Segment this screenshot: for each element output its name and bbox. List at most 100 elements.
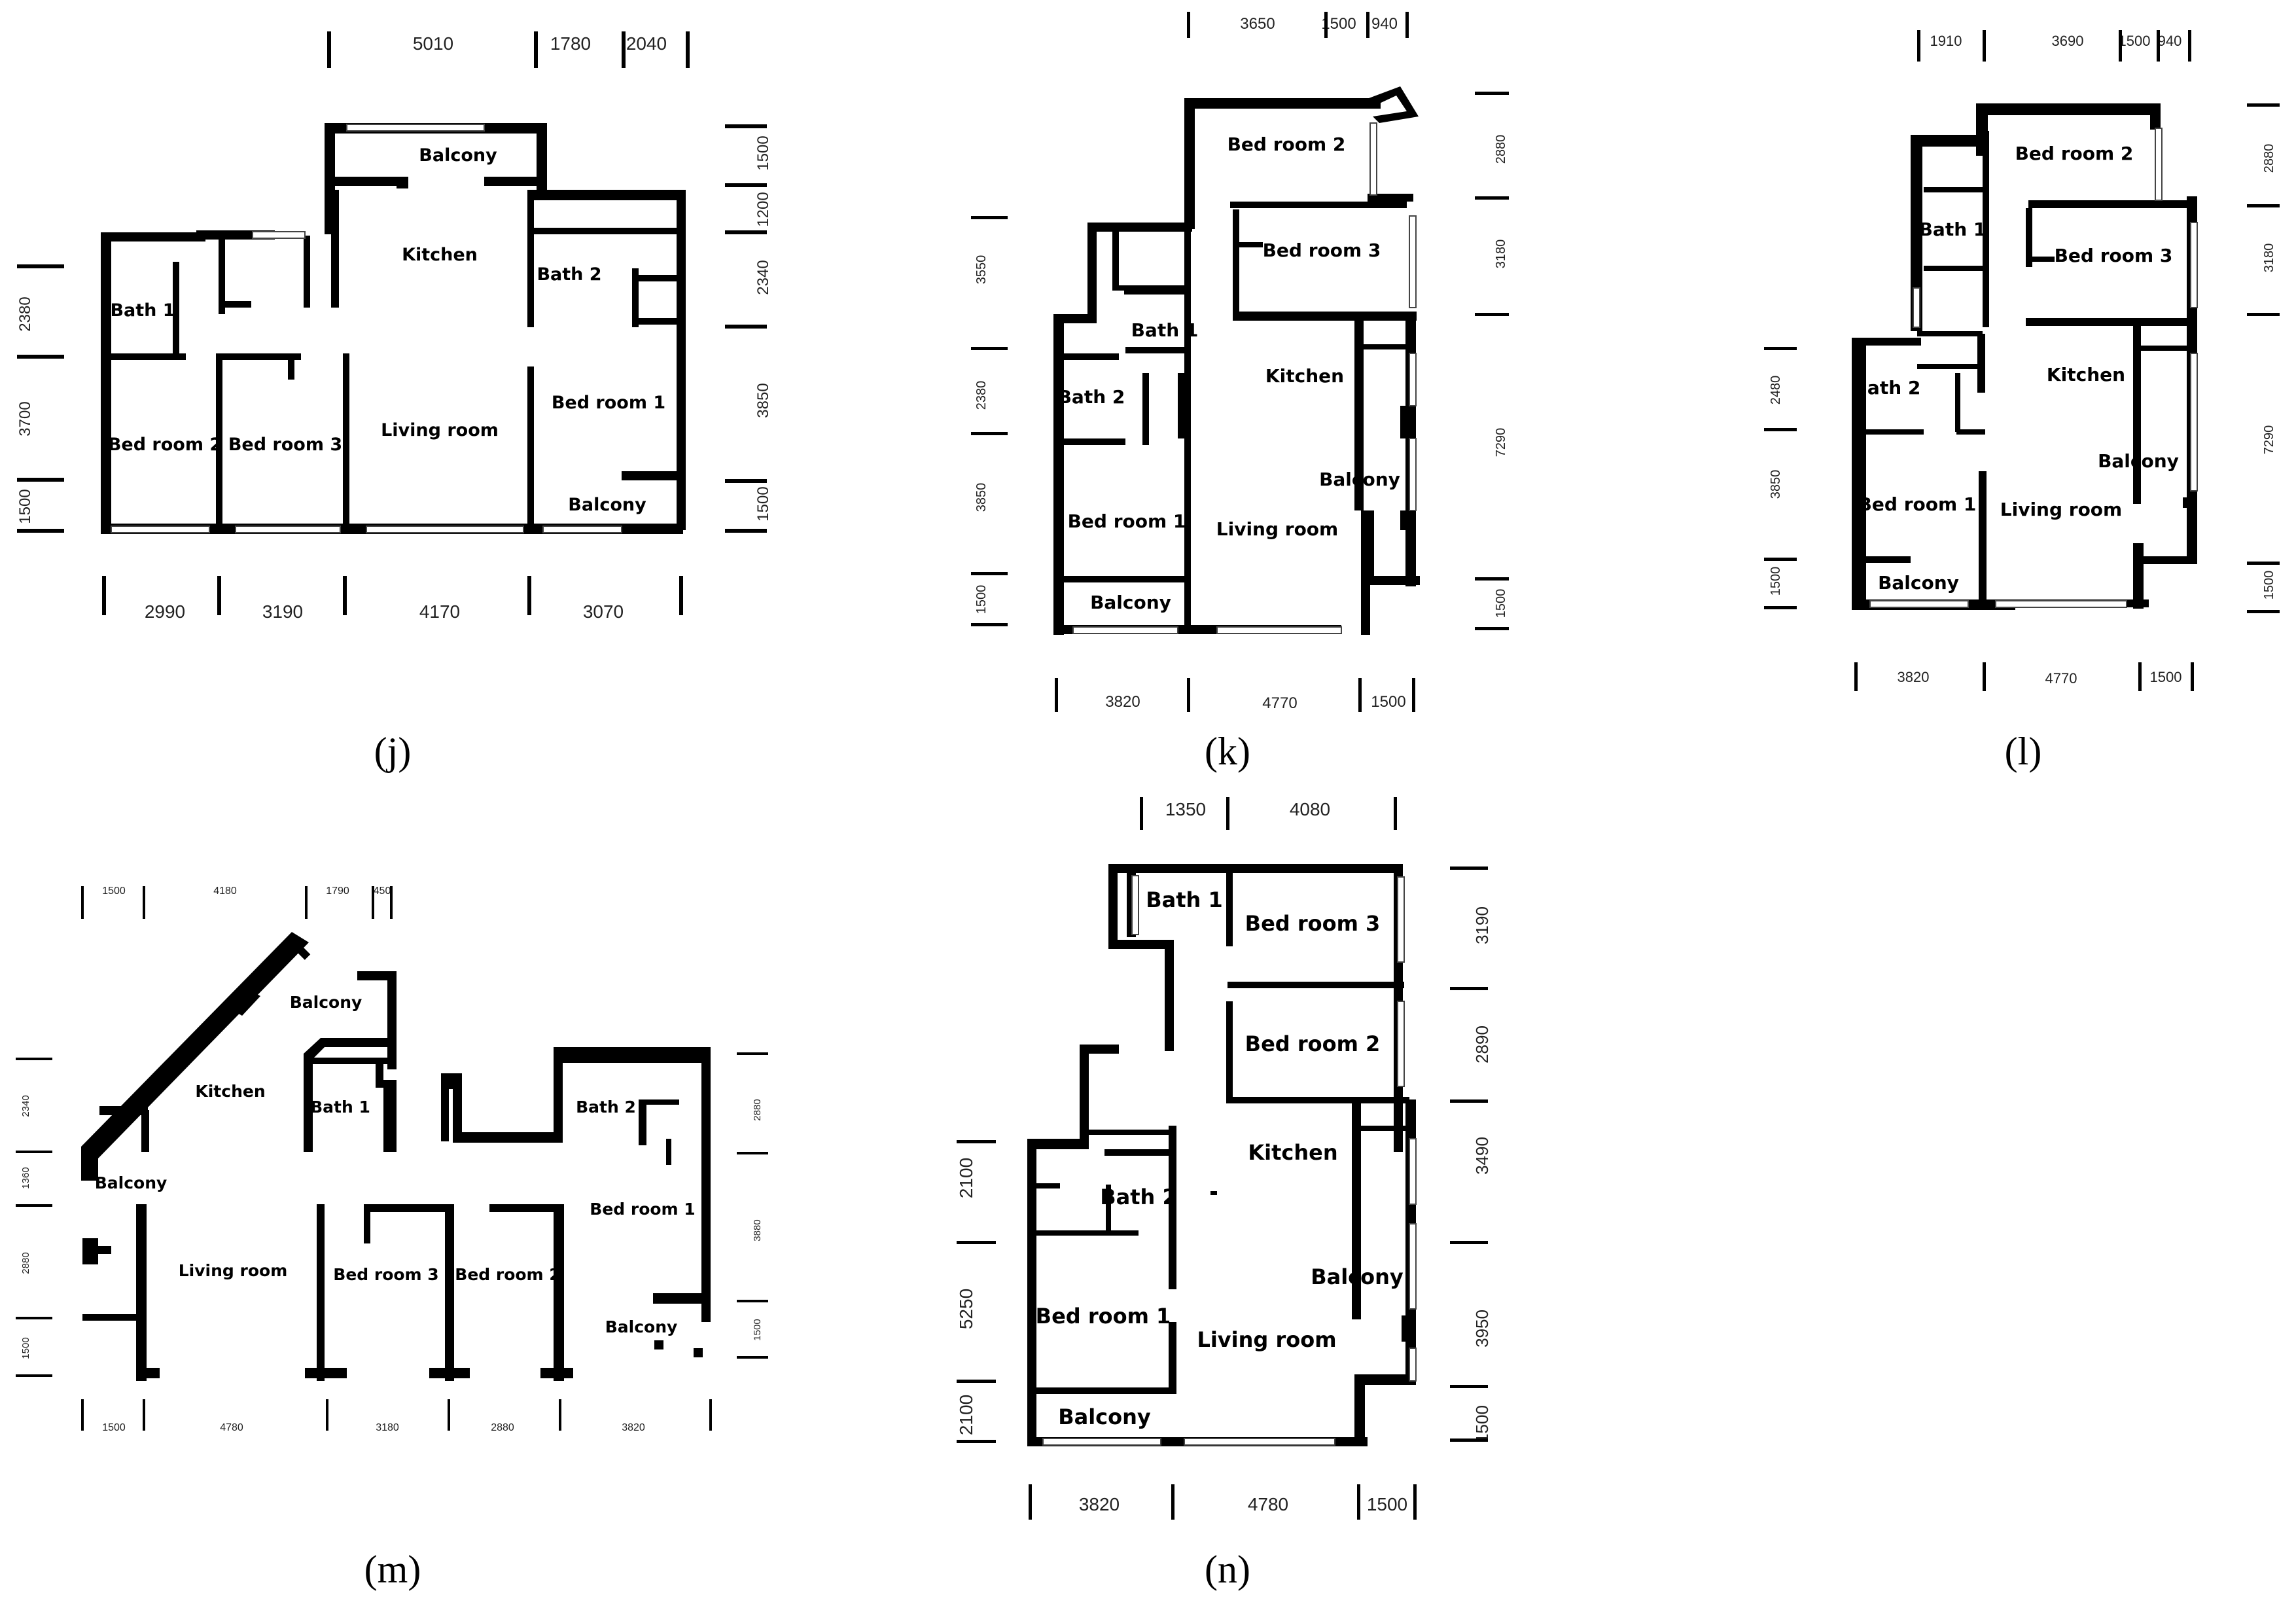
room-label: Kitchen bbox=[195, 1082, 265, 1101]
dimension-label: 4770 bbox=[2045, 670, 2077, 687]
dimension-label: 2890 bbox=[1472, 1026, 1492, 1063]
room-label: Balcony bbox=[95, 1173, 168, 1192]
dimension-label: 2990 bbox=[145, 601, 185, 622]
dimension-label: 2340 bbox=[754, 260, 772, 295]
dimension-ticks bbox=[971, 12, 1509, 712]
dimension-label: 3820 bbox=[1105, 693, 1140, 711]
room-label: Bed room 2 bbox=[455, 1265, 560, 1284]
room-label: Kitchen bbox=[1265, 365, 1344, 387]
panel-caption: (l) bbox=[2005, 730, 2042, 773]
room-label: Living room bbox=[179, 1261, 288, 1280]
dimension-ticks bbox=[957, 797, 1488, 1520]
dimension-label: 3950 bbox=[1472, 1310, 1492, 1348]
dimension-label: 3550 bbox=[974, 255, 989, 285]
dimension-label: 3700 bbox=[16, 401, 34, 436]
room-label: Bath 1 bbox=[110, 300, 175, 321]
dimension-label: 4170 bbox=[419, 601, 460, 622]
room-label: Living room bbox=[1216, 518, 1338, 540]
room-label: Bed room 1 bbox=[1036, 1304, 1171, 1329]
room-label: Living room bbox=[2000, 499, 2122, 520]
dimension-label: 1500 bbox=[1472, 1405, 1492, 1443]
dimension-label: 1500 bbox=[2262, 571, 2276, 600]
dimension-label: 3820 bbox=[1898, 669, 1930, 685]
dimension-label: 3070 bbox=[583, 601, 624, 622]
dimension-label: 2100 bbox=[956, 1158, 976, 1198]
panel-m: Balcony Kitchen Bath 1 Bath 2 Balcony Be… bbox=[16, 885, 768, 1591]
room-label: Balcony bbox=[1058, 1404, 1151, 1429]
panel-n: Bath 1 Bed room 3 Bed room 2 Kitchen Bat… bbox=[956, 797, 1492, 1591]
room-label: Balcony bbox=[1878, 572, 1959, 594]
dimension-label: 1500 bbox=[974, 585, 989, 615]
dimension-label: 1500 bbox=[1769, 567, 1783, 596]
room-label: Bed room 3 bbox=[333, 1265, 438, 1284]
dimension-label: 1500 bbox=[754, 486, 772, 521]
room-label: Bed room 2 bbox=[1227, 134, 1346, 155]
dimension-label: 3650 bbox=[1240, 15, 1275, 33]
room-label: Bed room 3 bbox=[228, 435, 342, 455]
dimension-label: 3820 bbox=[622, 1422, 645, 1433]
dimension-label: 7290 bbox=[1494, 428, 1508, 457]
panel-n-room-labels: Bath 1 Bed room 3 Bed room 2 Kitchen Bat… bbox=[1036, 887, 1404, 1429]
dimension-label: 3850 bbox=[754, 383, 772, 418]
dimension-label: 5250 bbox=[956, 1289, 976, 1329]
panel-caption: (m) bbox=[364, 1548, 421, 1591]
dimension-label: 2880 bbox=[752, 1099, 763, 1120]
dimension-label: 2040 bbox=[626, 33, 667, 54]
room-label: Balcony bbox=[419, 145, 497, 166]
dimension-label: 1910 bbox=[1930, 33, 1962, 49]
room-label: Bed room 3 bbox=[1245, 911, 1381, 936]
dimension-label: 1500 bbox=[2119, 33, 2151, 49]
room-label: Balcony bbox=[605, 1317, 678, 1336]
dimension-label: 4770 bbox=[1262, 694, 1297, 712]
dimension-label: 4080 bbox=[1290, 799, 1330, 819]
dimension-label: 3820 bbox=[1079, 1494, 1120, 1514]
dimension-label: 3180 bbox=[1494, 240, 1508, 269]
dimension-label: 1350 bbox=[1165, 799, 1206, 819]
room-label: Bath 1 bbox=[1146, 887, 1222, 912]
panel-l-dimensions: 1910 3690 1500 940 3820 4770 1500 2480 3… bbox=[1764, 30, 2280, 691]
room-label: Bed room 2 bbox=[2015, 143, 2134, 164]
dimension-label: 2480 bbox=[1769, 376, 1783, 405]
dimension-label: 3850 bbox=[974, 483, 989, 512]
dimension-label: 1200 bbox=[754, 192, 772, 226]
room-label: Bath 2 bbox=[1854, 377, 1921, 399]
dimension-label: 3180 bbox=[2262, 243, 2276, 273]
panel-n-walls bbox=[1027, 864, 1417, 1446]
dimension-label: 1500 bbox=[1367, 1494, 1407, 1514]
panel-j-room-labels: Balcony Kitchen Bath 2 Bath 1 Bed room 1… bbox=[108, 145, 665, 515]
dimension-label: 940 bbox=[2158, 33, 2182, 49]
room-label: Kitchen bbox=[402, 245, 478, 265]
dimension-label: 4180 bbox=[213, 885, 237, 897]
room-label: Bath 1 bbox=[1131, 319, 1199, 341]
dimension-label: 450 bbox=[374, 885, 391, 897]
room-label: Bed room 3 bbox=[2055, 245, 2173, 266]
dimension-label: 7290 bbox=[2262, 425, 2276, 455]
dimension-label: 1790 bbox=[326, 885, 349, 897]
dimension-label: 2380 bbox=[16, 296, 34, 331]
dimension-label: 1780 bbox=[550, 33, 591, 54]
room-label: Bed room 3 bbox=[1263, 240, 1381, 261]
panel-k-dimensions: 3650 1500 940 3820 4770 1500 3550 2380 3… bbox=[971, 12, 1509, 712]
dimension-label: 2880 bbox=[491, 1422, 514, 1433]
dimension-label: 2880 bbox=[20, 1252, 31, 1274]
dimension-label: 1500 bbox=[20, 1337, 31, 1359]
panel-m-room-labels: Balcony Kitchen Bath 1 Bath 2 Balcony Be… bbox=[95, 993, 696, 1336]
panel-caption: (j) bbox=[374, 730, 412, 773]
room-label-line: Bed room 1 bbox=[552, 393, 665, 413]
dimension-ticks bbox=[17, 31, 767, 615]
dimension-label: 940 bbox=[1371, 15, 1398, 33]
dimension-label: 1500 bbox=[752, 1319, 763, 1340]
panel-j: Balcony Kitchen Bath 2 Bath 1 Bed room 1… bbox=[16, 31, 772, 773]
dimension-label: 3180 bbox=[376, 1422, 399, 1433]
dimension-label: 1500 bbox=[102, 1422, 126, 1433]
panel-caption: (n) bbox=[1205, 1548, 1250, 1591]
dimension-ticks bbox=[16, 886, 768, 1431]
dimension-label: 2880 bbox=[1494, 135, 1508, 164]
panel-l-walls bbox=[1852, 103, 2198, 610]
panel-l-room-labels: Bed room 2 Bath 1 Bed room 3 Kitchen Bat… bbox=[1854, 143, 2179, 594]
panel-caption: (k) bbox=[1205, 730, 1250, 773]
room-label: Bath 2 bbox=[1100, 1185, 1176, 1209]
dimension-label: 3690 bbox=[2052, 33, 2084, 49]
